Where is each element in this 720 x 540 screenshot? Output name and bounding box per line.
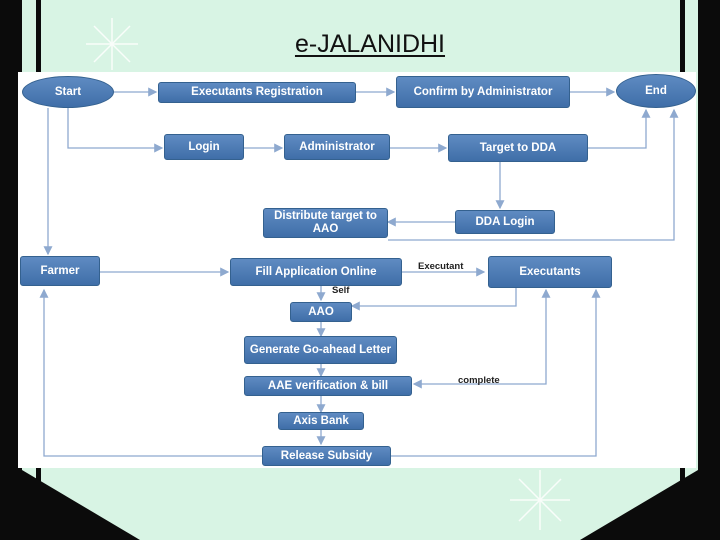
edge-label-complete: complete bbox=[458, 375, 500, 386]
slide-title: e-JALANIDHI bbox=[294, 30, 446, 58]
node-axis-bank: Axis Bank bbox=[278, 412, 364, 430]
flowchart-panel: Start Executants Registration Confirm by… bbox=[18, 72, 696, 468]
node-administrator: Administrator bbox=[284, 134, 390, 160]
flowchart-connectors bbox=[39, 87, 679, 457]
node-farmer: Farmer bbox=[20, 256, 100, 286]
edge-label-self: Self bbox=[332, 285, 350, 296]
node-release-subsidy: Release Subsidy bbox=[262, 446, 391, 466]
node-aae-verification-bill: AAE verification & bill bbox=[244, 376, 412, 396]
edge-label-executant: Executant bbox=[418, 261, 464, 272]
node-end: End bbox=[616, 74, 696, 108]
node-aao: AAO bbox=[290, 302, 352, 322]
node-fill-application-online: Fill Application Online bbox=[230, 258, 402, 286]
node-dda-login: DDA Login bbox=[455, 210, 555, 234]
node-login: Login bbox=[164, 134, 244, 160]
node-executants-registration: Executants Registration bbox=[158, 82, 356, 103]
node-start: Start bbox=[22, 76, 114, 108]
node-confirm-by-administrator: Confirm by Administrator bbox=[396, 76, 570, 108]
sparkle-decoration bbox=[86, 18, 570, 530]
node-generate-go-ahead-letter: Generate Go-ahead Letter bbox=[244, 336, 397, 364]
node-distribute-target-to-aao: Distribute target to AAO bbox=[263, 208, 388, 238]
node-target-to-dda: Target to DDA bbox=[448, 134, 588, 162]
node-executants: Executants bbox=[488, 256, 612, 288]
